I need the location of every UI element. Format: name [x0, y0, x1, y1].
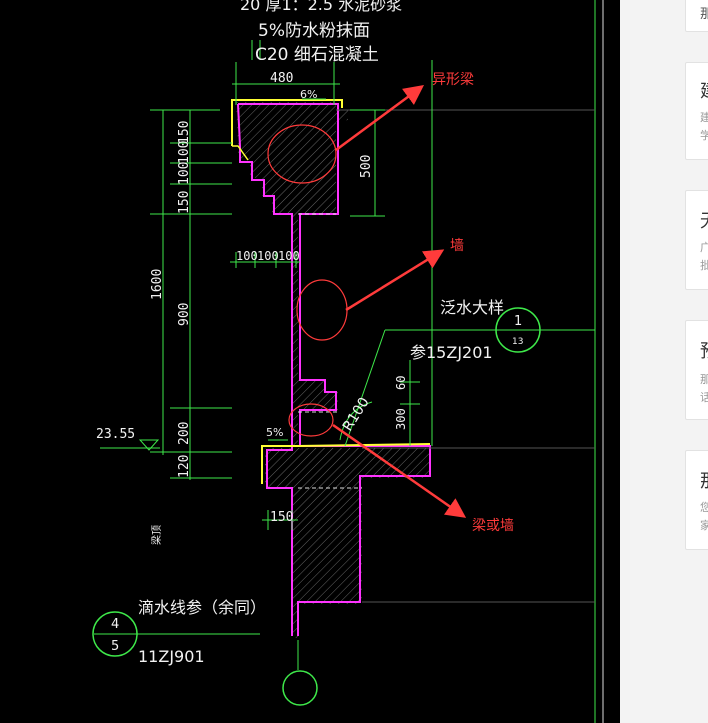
dim-500: 500 [359, 155, 374, 178]
sidebar-card-5[interactable]: 那 您 家 [685, 450, 708, 550]
dim-150a: 150 [177, 121, 192, 144]
drip-note: 滴水线参（余同） [138, 598, 266, 617]
r100-arc [339, 401, 373, 441]
dim-1600: 1600 [150, 269, 165, 300]
detail-circle-1[interactable] [495, 307, 541, 353]
circle2-top: 4 [111, 617, 119, 632]
cad-drawing-canvas: 20 厚1：2.5 水泥砂浆 5%防水粉抹面 C20 细石混凝土 480 6% … [0, 0, 620, 723]
highlight-beam-or-wall [288, 403, 334, 437]
highlight-wall [296, 279, 348, 341]
dim-h100b: 100 [257, 249, 279, 263]
annotation-wall: 墙 [450, 238, 464, 254]
axis-circle [282, 670, 318, 706]
dim-150c: 150 [270, 510, 293, 525]
level-label: 23.55 [96, 427, 135, 442]
dim-150b: 150 [177, 191, 192, 214]
detail-ref: 参15ZJ201 [410, 343, 493, 362]
card-3-line-1: 广 [700, 239, 708, 255]
sidebar-card-3[interactable]: 无 广 批 [685, 190, 708, 290]
card-4-line-2: 话 [700, 389, 708, 405]
note-line3: C20 细石混凝土 [255, 45, 379, 65]
dim-300: 300 [394, 408, 408, 430]
dim-900: 900 [177, 303, 192, 326]
sidebar-card-2[interactable]: 建 建 学 [685, 62, 708, 160]
drip-ref: 11ZJ901 [138, 647, 205, 666]
finish-layer-mid [261, 443, 431, 484]
dim-480: 480 [270, 71, 293, 86]
finish-layer-top [231, 99, 343, 146]
vertical-label: 梁顶 [150, 525, 163, 545]
card-5-title: 那 [700, 467, 708, 493]
sidebar-card-4[interactable]: 预 那 话 [685, 320, 708, 420]
dim-h100c: 100 [278, 249, 300, 263]
arrow-wall [345, 249, 445, 312]
dim-60: 60 [394, 376, 408, 390]
circle1-top: 1 [514, 314, 522, 329]
card-3-title: 无 [700, 207, 708, 233]
card-2-title: 建 [700, 77, 708, 103]
card-3-line-2: 批 [700, 257, 708, 273]
card-2-line-1: 建 [700, 109, 708, 125]
arrow-beam-or-wall [332, 423, 467, 518]
dim-100a: 100 [177, 141, 192, 164]
highlight-irregular-beam [267, 124, 337, 184]
detail-circle-2[interactable] [92, 611, 138, 657]
dim-h100a: 100 [236, 249, 258, 263]
finish-layer-left [232, 145, 249, 161]
card-1-line-1: 那 [700, 3, 708, 22]
circle1-bottom: 13 [512, 337, 523, 347]
annotation-beam-or-wall: 梁或墙 [472, 518, 514, 534]
dim-slope-mid: 5% [266, 426, 283, 439]
dim-200: 200 [177, 422, 192, 445]
card-2-line-2: 学 [700, 127, 708, 143]
dim-slope-top: 6% [300, 88, 317, 101]
annotation-irregular-beam: 异形梁 [432, 72, 474, 88]
card-4-line-1: 那 [700, 371, 708, 387]
note-line1: 20 厚1：2.5 水泥砂浆 [240, 0, 402, 14]
circle2-bottom: 5 [111, 639, 119, 654]
detail-label: 泛水大样 [440, 298, 504, 317]
arrow-irregular-beam [335, 85, 425, 152]
concrete-section [236, 102, 430, 638]
card-5-line-1: 您 [700, 499, 708, 515]
cad-section-drawing: 20 厚1：2.5 水泥砂浆 5%防水粉抹面 C20 细石混凝土 480 6% … [92, 0, 604, 723]
dim-r100: R100 [340, 395, 373, 434]
note-line2: 5%防水粉抹面 [258, 21, 370, 41]
sidebar-card-1[interactable]: 那 [685, 0, 708, 32]
elevation-marker [138, 439, 160, 451]
card-5-line-2: 家 [700, 517, 708, 533]
recommendation-sidebar: 那 建 建 学 无 广 批 预 那 话 那 您 家 [620, 0, 708, 723]
dim-120: 120 [177, 455, 192, 478]
card-4-title: 预 [700, 337, 708, 363]
dim-100b: 100 [177, 162, 192, 185]
